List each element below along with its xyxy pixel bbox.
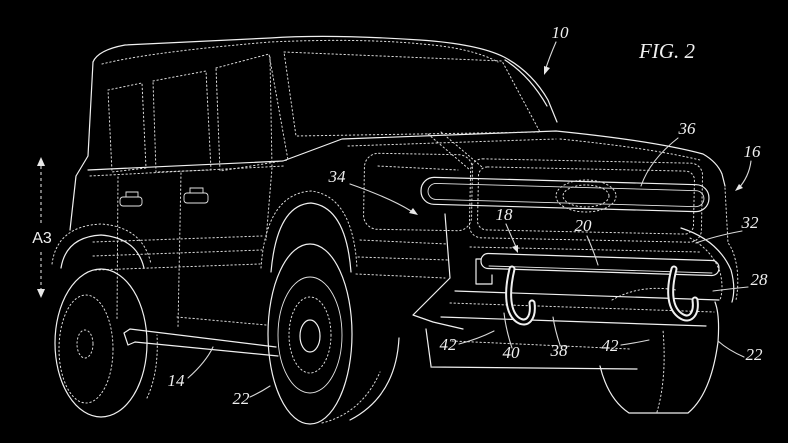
grille-outline (468, 158, 704, 243)
ref-numeral-10: 10 (552, 23, 570, 42)
body-crease-lines (92, 235, 449, 279)
front-right-tread (656, 329, 665, 413)
ref-numeral-20: 20 (575, 216, 593, 235)
rear-hub (76, 329, 94, 359)
front-right-tire (599, 301, 720, 414)
under-grille-line (469, 246, 701, 253)
ford-badge-inner (562, 184, 610, 208)
leader-20 (586, 235, 599, 266)
reference-numerals: FIG. 2 10 36 16 32 28 22 34 18 20 42 40 … (168, 23, 769, 408)
headlight-detail (377, 165, 459, 171)
leader-42-left (458, 330, 495, 345)
leader-42-right (620, 339, 650, 346)
bumper-beam (480, 252, 720, 277)
dimension-arrow-up (37, 157, 45, 166)
valance-line-1 (454, 290, 720, 301)
leader-22-right (717, 340, 745, 358)
front-left-tread (321, 371, 381, 424)
ref-numeral-34: 34 (328, 167, 347, 186)
leader-38 (552, 316, 561, 346)
ref-numeral-32: 32 (741, 213, 760, 232)
front-left-wheel-arch (270, 202, 352, 273)
leader-16 (737, 160, 752, 190)
roof-line (92, 35, 558, 123)
dimension-label: A3 (32, 230, 52, 247)
ref-numeral-14: 14 (168, 371, 186, 390)
dimension-a3: A3 (32, 157, 52, 298)
door-handle-rear (119, 191, 143, 207)
ref-numeral-40: 40 (503, 343, 521, 362)
tow-hook-left-inner (507, 267, 534, 324)
arrowhead-34 (409, 208, 418, 215)
front-left-fender-flare (260, 190, 358, 269)
leader-36 (640, 137, 679, 187)
arrowhead-18 (512, 245, 518, 253)
ref-numeral-22-right: 22 (746, 345, 764, 364)
rear-wheel-face (58, 294, 114, 404)
door-handle-front (183, 187, 209, 204)
ref-numeral-36: 36 (678, 119, 697, 138)
rocker-panel (123, 328, 279, 357)
front-left-wheel-inner (288, 296, 332, 374)
ref-numeral-42-right: 42 (602, 336, 620, 355)
vehicle-body (69, 35, 726, 357)
ref-numeral-28: 28 (751, 270, 769, 289)
rear-edge (69, 61, 94, 231)
ref-numeral-16: 16 (744, 142, 762, 161)
ref-numeral-18: 18 (496, 205, 514, 224)
front-right-edge (724, 187, 739, 301)
a-pillar (504, 59, 548, 107)
bumper-end-cap (475, 258, 493, 285)
front-door-window (215, 53, 289, 172)
valance-line-2 (449, 302, 715, 313)
windshield (283, 51, 541, 137)
rear-tire (54, 268, 148, 418)
air-dam (425, 328, 638, 370)
roof-inner-line (101, 39, 499, 65)
belt-hood-line (87, 130, 726, 187)
wheels (51, 187, 739, 425)
leader-22-front (249, 385, 271, 398)
grille-inner (477, 166, 695, 235)
valance-line-3 (440, 316, 707, 327)
door-seams (116, 56, 273, 328)
ref-numeral-42-left: 42 (440, 335, 458, 354)
front-left-rim (277, 276, 343, 394)
headlight-cluster (363, 152, 473, 232)
front-corner-body (412, 213, 464, 330)
ref-numeral-22-front: 22 (233, 389, 251, 408)
tow-hook-right-inner (669, 267, 697, 320)
hood-line-inner (347, 138, 701, 161)
arrowhead-16 (735, 184, 743, 191)
leader-28 (712, 286, 749, 292)
rear-door-window (152, 70, 212, 173)
door-bottom-line (176, 316, 267, 326)
arrowhead-10 (544, 66, 550, 75)
front-left-hub (299, 319, 321, 353)
rear-wheel-arch (60, 234, 145, 269)
front-left-sidewall (349, 337, 400, 421)
leader-18 (505, 223, 517, 248)
rear-fender-flare (51, 223, 152, 265)
leader-lines (187, 41, 752, 398)
quarter-window (107, 82, 147, 173)
leader-34 (349, 183, 412, 212)
figure-title: FIG. 2 (638, 39, 695, 63)
leader-14 (187, 346, 214, 379)
hood-cut-lines (427, 131, 483, 171)
ford-badge-outer (555, 179, 617, 213)
leader-10 (544, 41, 557, 72)
leader-32 (695, 230, 743, 244)
valance-line-4 (451, 340, 631, 350)
light-bar (420, 176, 710, 213)
light-bar-inner (427, 182, 705, 208)
leader-40 (503, 312, 513, 349)
dimension-arrow-down (37, 289, 45, 298)
ref-numeral-38: 38 (550, 341, 569, 360)
front-fascia (363, 152, 720, 370)
front-left-tire (267, 243, 353, 425)
rear-tire-tread (146, 334, 158, 399)
